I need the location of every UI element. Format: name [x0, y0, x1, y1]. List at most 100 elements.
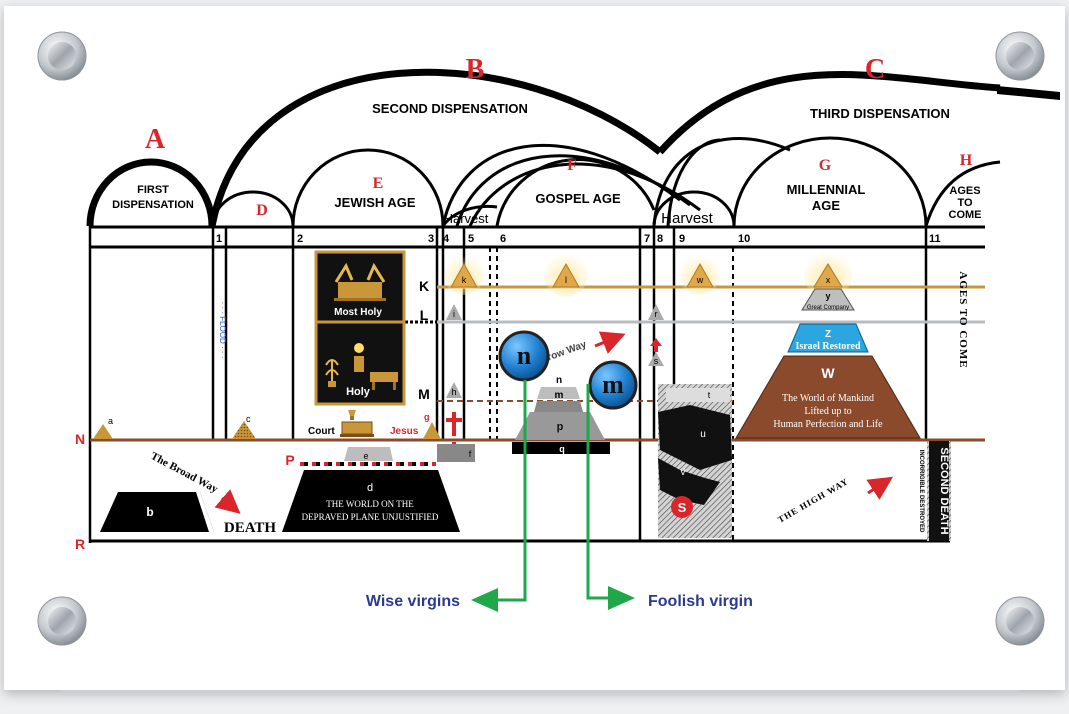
pyramid-p-block — [515, 412, 605, 440]
letter-c: C — [865, 54, 885, 85]
letter-f: F — [567, 157, 577, 174]
circle-m-foolish: m — [588, 360, 638, 410]
pyramid-i: i — [446, 304, 462, 320]
world-mankind-line1: The World of Mankind — [782, 393, 874, 404]
pyramid-d: d THE WORLD ON THE DEPRAVED PLANE UNJUST… — [282, 470, 460, 532]
pyramid-t-label: t — [708, 390, 711, 400]
world-mankind-line2: Lifted up to — [804, 406, 851, 417]
plane-m-letter: M — [418, 386, 430, 402]
harvest-labels: Harvest Harvest — [444, 210, 714, 227]
table-of-shewbread-icon — [370, 372, 398, 390]
letter-g: G — [819, 157, 832, 174]
epoch-number-10: 10 — [738, 233, 750, 245]
pyramid-u-label: u — [700, 429, 706, 440]
lampstand-icon — [325, 359, 339, 387]
narrow-way-arrow-icon — [594, 331, 626, 354]
arrow-up-icon — [650, 338, 662, 352]
pyramid-x-label: x — [826, 275, 831, 285]
plane-p-letter: P — [285, 452, 294, 468]
letter-h: H — [960, 152, 973, 169]
epoch-number-5: 5 — [468, 233, 474, 245]
altar-of-incense-icon — [354, 343, 364, 372]
pyramid-e-label: e — [363, 451, 368, 461]
epoch-number-7: 7 — [644, 233, 650, 245]
epoch-number-11: 11 — [929, 233, 941, 245]
flood-label: · · · FLOOD · · · — [218, 302, 227, 359]
gospel-age-title: GOSPEL AGE — [535, 191, 621, 206]
letter-b: B — [466, 54, 485, 85]
pyramid-x: x — [804, 251, 852, 299]
second-dispensation-title: SECOND DISPENSATION — [372, 101, 528, 116]
millennial-age-line2: AGE — [812, 198, 841, 213]
jewish-age-title: JEWISH AGE — [334, 195, 415, 210]
second-death-box: SECOND DEATH INCORRIGIBLE DESTROYED — [918, 441, 951, 541]
pyramid-i-label: i — [453, 309, 455, 319]
pyramid-v-label: v — [681, 467, 686, 478]
screw-icon-top-right — [995, 31, 1045, 81]
world-mankind-line3: Human Perfection and Life — [773, 419, 883, 430]
harvest-label-1: Harvest — [444, 211, 489, 226]
pyramid-b-label: b — [146, 505, 153, 519]
cross-icon-upper — [446, 412, 462, 436]
epoch-number-3: 3 — [428, 233, 434, 245]
world-depraved-line1: THE WORLD ON THE — [326, 499, 414, 509]
plane-k-letter: K — [419, 278, 429, 294]
screw-icon-top-left — [37, 31, 87, 81]
letter-e: E — [373, 175, 384, 192]
ages-to-come-line1: AGES — [949, 185, 980, 197]
ages-to-come-line3: COME — [949, 209, 982, 221]
epoch-number-4: 4 — [443, 233, 450, 245]
plane-s-letter: S — [678, 500, 687, 515]
circle-m-letter: m — [602, 370, 624, 399]
jesus-label: Jesus — [390, 426, 419, 437]
pyramid-c: c — [232, 414, 256, 439]
pyramid-g: g — [423, 412, 441, 439]
pyramid-w-top: w — [680, 255, 720, 295]
pyramid-b: b — [100, 492, 214, 532]
pyramid-q-block — [512, 442, 610, 454]
pyramid-l: l — [544, 253, 588, 297]
first-dispensation-line2: DISPENSATION — [112, 199, 194, 211]
screw-icon-bottom-right — [995, 596, 1045, 646]
pyramid-p-label: p — [557, 421, 564, 433]
pyramid-m-label: m — [555, 390, 564, 401]
second-death-title: SECOND DEATH — [938, 447, 950, 534]
epoch-number-9: 9 — [679, 233, 685, 245]
foolish-virgin-label: Foolish virgin — [648, 593, 753, 610]
millennial-pyramid: y Great Company Z Israel Restored W The … — [735, 288, 921, 439]
pyramid-w-label: w — [696, 275, 704, 285]
holy-panel — [314, 320, 406, 406]
death-label: DEATH — [224, 520, 277, 536]
pyramid-n-block — [537, 387, 580, 399]
pyramid-z-label: Z — [825, 329, 831, 340]
israel-restored-label: Israel Restored — [795, 341, 861, 352]
fragment-u — [658, 405, 732, 470]
harvest-label-2: Harvest — [661, 210, 714, 227]
high-way-arrow-icon — [866, 476, 894, 500]
epoch-number-6: 6 — [500, 233, 506, 245]
epoch-number-1: 1 — [216, 233, 222, 245]
ages-to-come-vertical: AGES TO COME — [957, 271, 969, 368]
wise-virgins-arrow — [471, 380, 527, 612]
pyramid-q-label: q — [559, 444, 565, 454]
world-depraved-line2: DEPRAVED PLANE UNJUSTIFIED — [302, 512, 439, 522]
incorrigible-destroyed-label: INCORRIGIBLE DESTROYED — [918, 450, 924, 533]
pyramid-l-label: l — [565, 275, 567, 285]
fragment-v — [658, 458, 720, 505]
plane-r-letter: R — [75, 536, 85, 552]
ark-icon — [334, 262, 386, 301]
pyramid-gospel-stack: n m p q — [512, 375, 610, 454]
pyramid-e: e — [344, 447, 393, 461]
age-baselines — [90, 225, 985, 249]
epoch-number-8: 8 — [657, 233, 663, 245]
plane-n-letter: N — [75, 431, 85, 447]
harvest-dashed-dividers — [489, 247, 734, 540]
pyramid-f: f — [437, 444, 475, 462]
third-dispensation-title: THIRD DISPENSATION — [810, 106, 950, 121]
dispensation-arches — [86, 68, 1001, 227]
circle-n-wise: n — [498, 330, 550, 382]
pyramid-w-capital-label: W — [821, 365, 835, 381]
brazen-altar-icon — [340, 421, 374, 437]
